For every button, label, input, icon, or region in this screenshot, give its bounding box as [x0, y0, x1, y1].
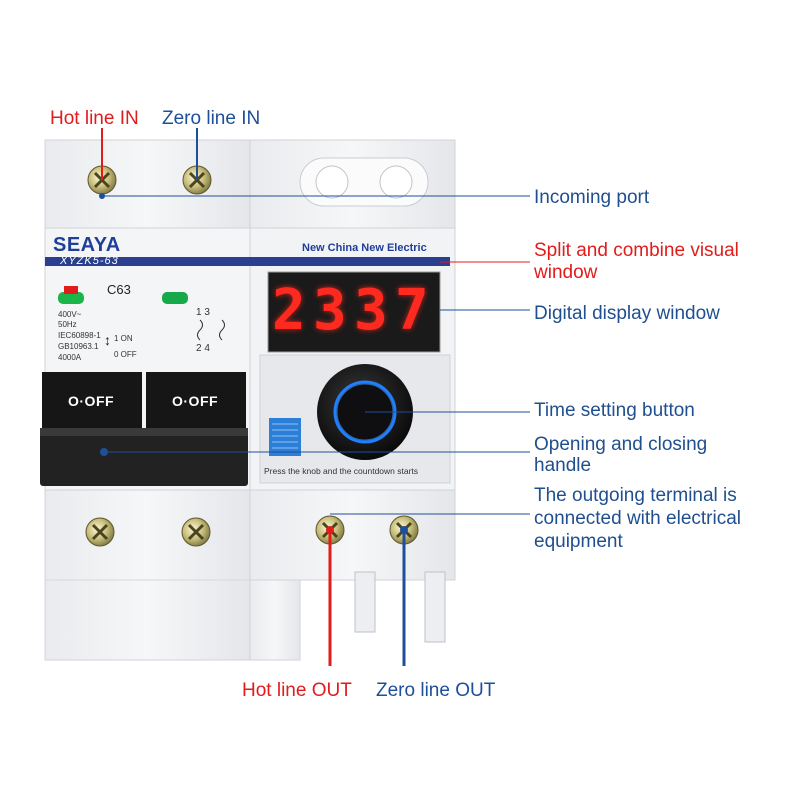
callout-handle-2: handle — [534, 455, 592, 476]
display-digit-3: 3 — [354, 278, 388, 343]
on-label: 1 ON — [114, 334, 133, 343]
display-digit-1: 2 — [272, 278, 306, 343]
screw-bottom-left — [85, 517, 115, 547]
zero-line-out-label: Zero line OUT — [376, 680, 496, 701]
spec-line-3: IEC60898-1 — [58, 331, 101, 340]
callout-handle-1: Opening and closing — [534, 434, 708, 455]
hot-line-out-label: Hot line OUT — [242, 680, 352, 701]
callout-lines — [101, 128, 530, 666]
hot-line-in-label: Hot line IN — [50, 108, 139, 129]
model-band — [45, 257, 450, 266]
display-digit-2: 3 — [313, 278, 347, 343]
knob-hint: Press the knob and the countdown starts — [264, 466, 419, 476]
spec-line-5: 4000A — [58, 353, 82, 362]
screw-bottom-right — [181, 517, 211, 547]
out-plate-left — [354, 571, 376, 633]
display-digit-4: 7 — [395, 278, 429, 343]
off-label: 0 OFF — [114, 350, 137, 359]
left-module-bottom — [44, 489, 251, 661]
spec-line-4: GB10963.1 — [58, 342, 99, 351]
callout-time-setting: Time setting button — [534, 400, 695, 421]
brand-logo: SEAYA — [53, 234, 121, 256]
callout-split-window-1: Split and combine visual — [534, 240, 739, 261]
callout-digital-display: Digital display window — [534, 303, 720, 324]
on-off-arrow-icon: ↕ — [104, 332, 111, 348]
right-module-bottom — [249, 489, 456, 581]
model-number: XYZK5-63 — [60, 255, 119, 267]
spec-line-1: 400V~ — [58, 310, 82, 319]
left-switch-label: O·OFF — [68, 393, 115, 409]
callout-outgoing-2: connected with electrical — [534, 508, 741, 529]
callout-outgoing-3: equipment — [534, 531, 623, 552]
display-window — [267, 271, 441, 353]
callout-incoming-port: Incoming port — [534, 187, 650, 208]
switch-handle — [40, 428, 248, 486]
slogan: New China New Electric — [302, 242, 427, 254]
rating: C63 — [107, 282, 131, 297]
callout-outgoing-1: The outgoing terminal is — [534, 485, 737, 506]
spec-line-2: 50Hz — [58, 320, 77, 329]
terminal-numbers-bottom: 2 4 — [196, 343, 210, 354]
zero-line-in-label: Zero line IN — [162, 108, 261, 129]
callout-split-window-2: window — [534, 262, 598, 283]
left-module-top — [44, 139, 251, 231]
out-plate-right — [424, 571, 446, 643]
green-indicator — [162, 292, 188, 304]
terminal-numbers-top: 1 3 — [196, 307, 210, 318]
red-indicator — [58, 292, 84, 304]
right-switch-label: O·OFF — [172, 393, 219, 409]
